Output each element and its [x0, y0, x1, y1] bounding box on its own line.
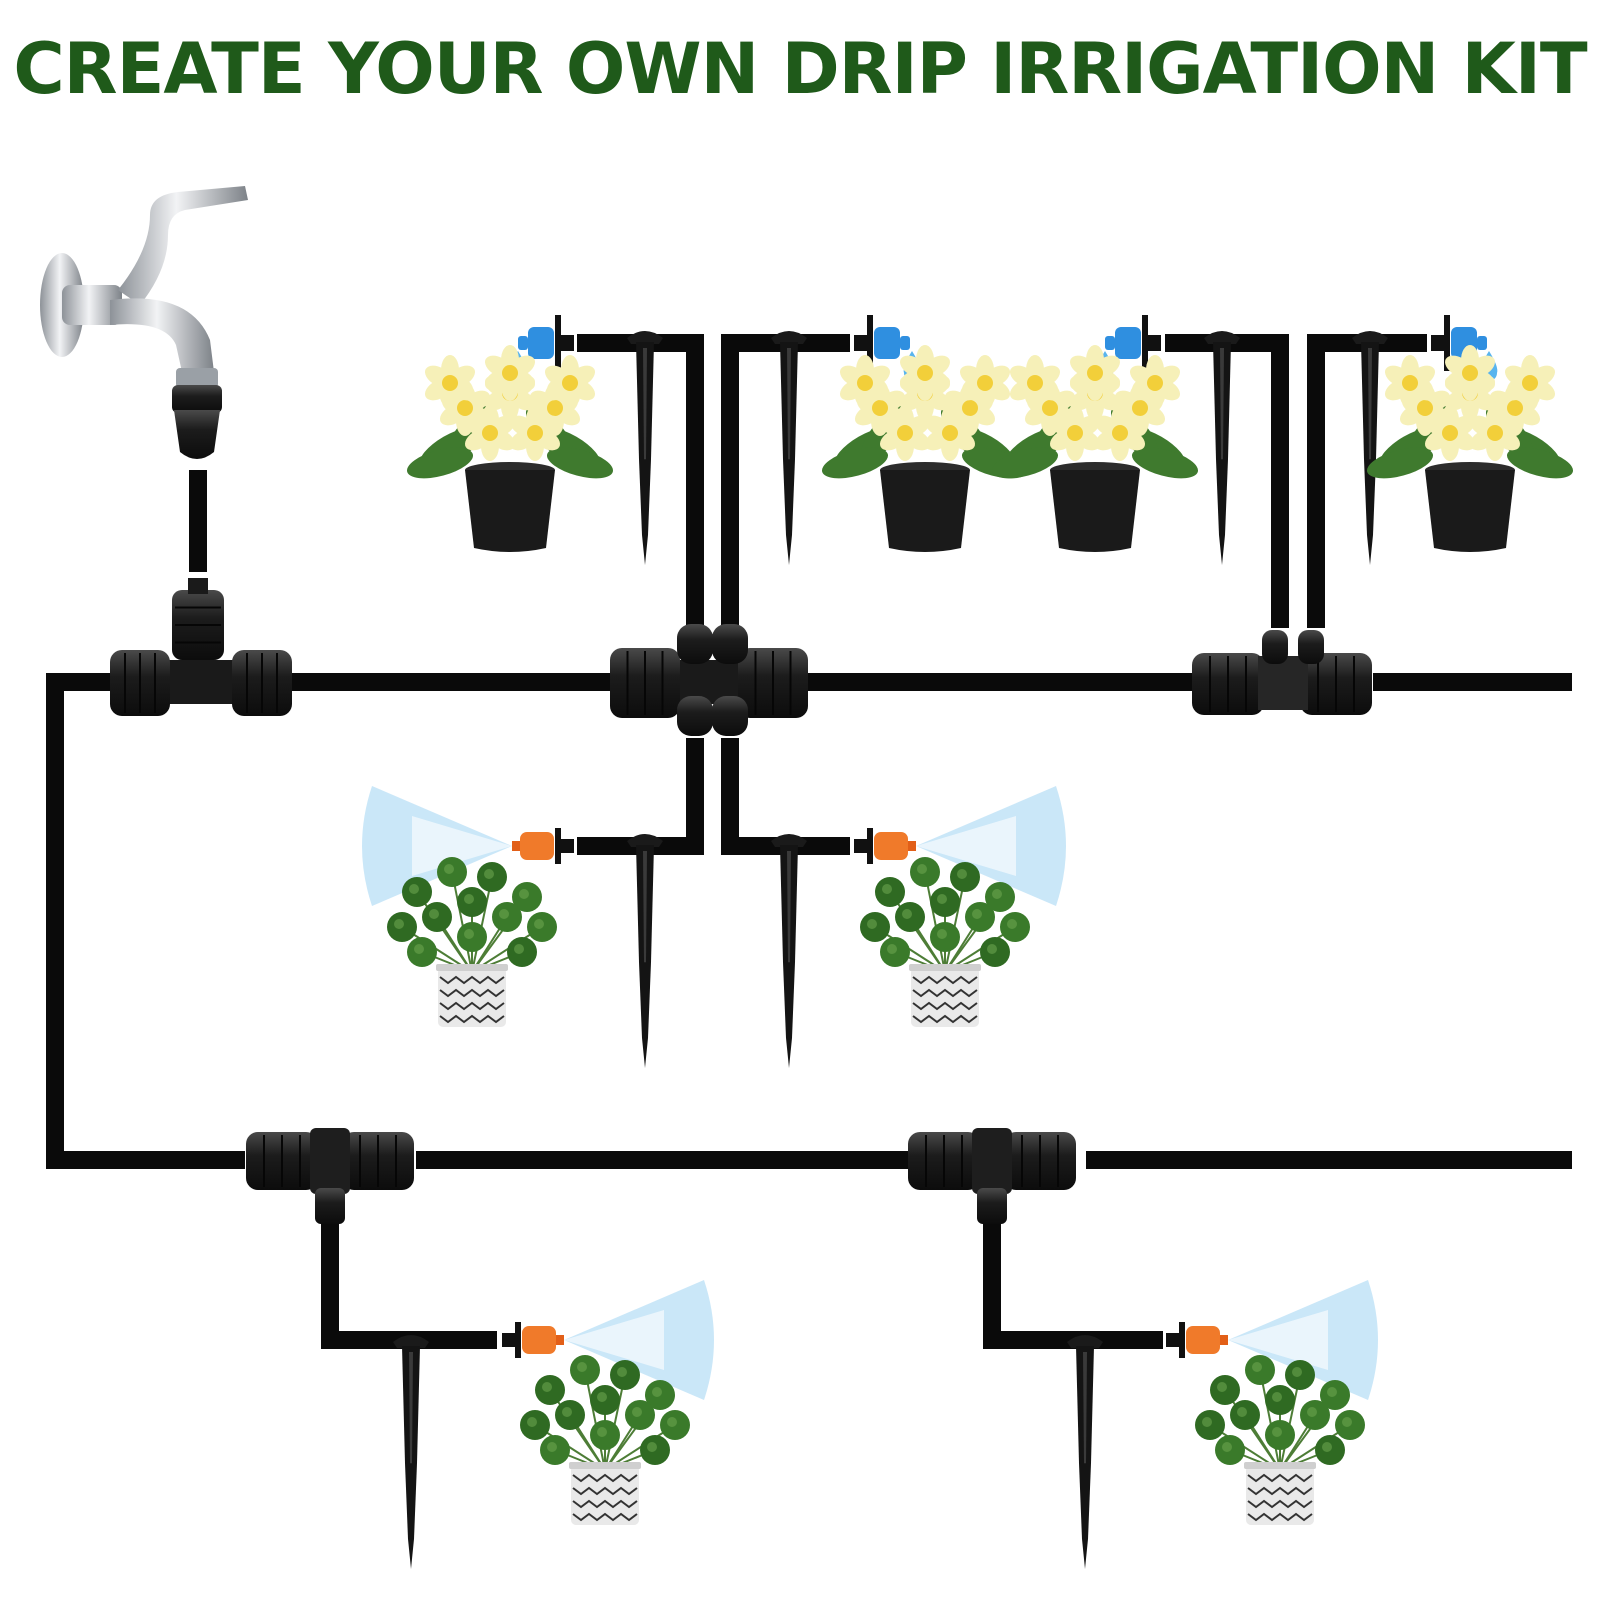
support-stake-icon [393, 1335, 429, 1569]
tap-connector-icon [172, 385, 222, 459]
mist-spray [916, 786, 1066, 906]
flower-pot-icon [1366, 345, 1574, 552]
tube-segment [321, 1222, 497, 1349]
tube-segment [577, 334, 704, 628]
barbed-tee-connector-icon [1192, 630, 1372, 715]
tubing-network [46, 334, 1572, 1349]
blue-dripper-icon [518, 315, 574, 371]
support-stake-icon [771, 331, 807, 565]
orange-mist-sprayer-icon [512, 828, 574, 864]
support-stake-icon [627, 834, 663, 1068]
support-stake-icon [1204, 331, 1240, 565]
tee-connector-icon [246, 1128, 414, 1224]
tube-segment [1307, 334, 1427, 628]
green-plant-pot-icon [1195, 1355, 1365, 1525]
tube-segment [46, 673, 245, 1169]
tube-segment [1165, 334, 1289, 628]
mist-spray [1228, 1280, 1378, 1400]
green-plant-pot-icon [387, 857, 557, 1027]
mist-spray [362, 786, 512, 906]
flower-pot-icon [821, 345, 1029, 552]
flower-pot-icon [991, 345, 1199, 552]
tee-connector-icon [110, 578, 292, 716]
orange-mist-sprayer-icon [1166, 1322, 1228, 1358]
tube-segment [721, 738, 850, 855]
faucet-icon [40, 186, 248, 388]
support-stake-icon [1067, 1335, 1103, 1569]
stakes-layer [393, 331, 1388, 1569]
flower-pot-icon [406, 345, 614, 552]
support-stake-icon [771, 834, 807, 1068]
tee-connector-icon [908, 1128, 1076, 1224]
page-title: CREATE YOUR OWN DRIP IRRIGATION KIT [13, 28, 1587, 110]
tube-segment [721, 334, 850, 628]
tube-segment [577, 738, 704, 855]
orange-mist-sprayer-icon [854, 828, 916, 864]
four-way-connector-icon [610, 624, 808, 736]
green-plant-pot-icon [860, 857, 1030, 1027]
support-stake-icon [627, 331, 663, 565]
tube-segment [983, 1222, 1163, 1349]
green-plant-pot-icon [520, 1355, 690, 1525]
blue-dripper-icon [854, 315, 910, 371]
blue-dripper-icon [1105, 315, 1161, 371]
support-stake-icon [1352, 331, 1388, 565]
mist-spray [564, 1280, 714, 1400]
fittings-layer [110, 578, 1372, 1224]
faucet-layer [40, 186, 248, 459]
orange-mist-sprayer-icon [502, 1322, 564, 1358]
plants-layer [387, 345, 1574, 1525]
